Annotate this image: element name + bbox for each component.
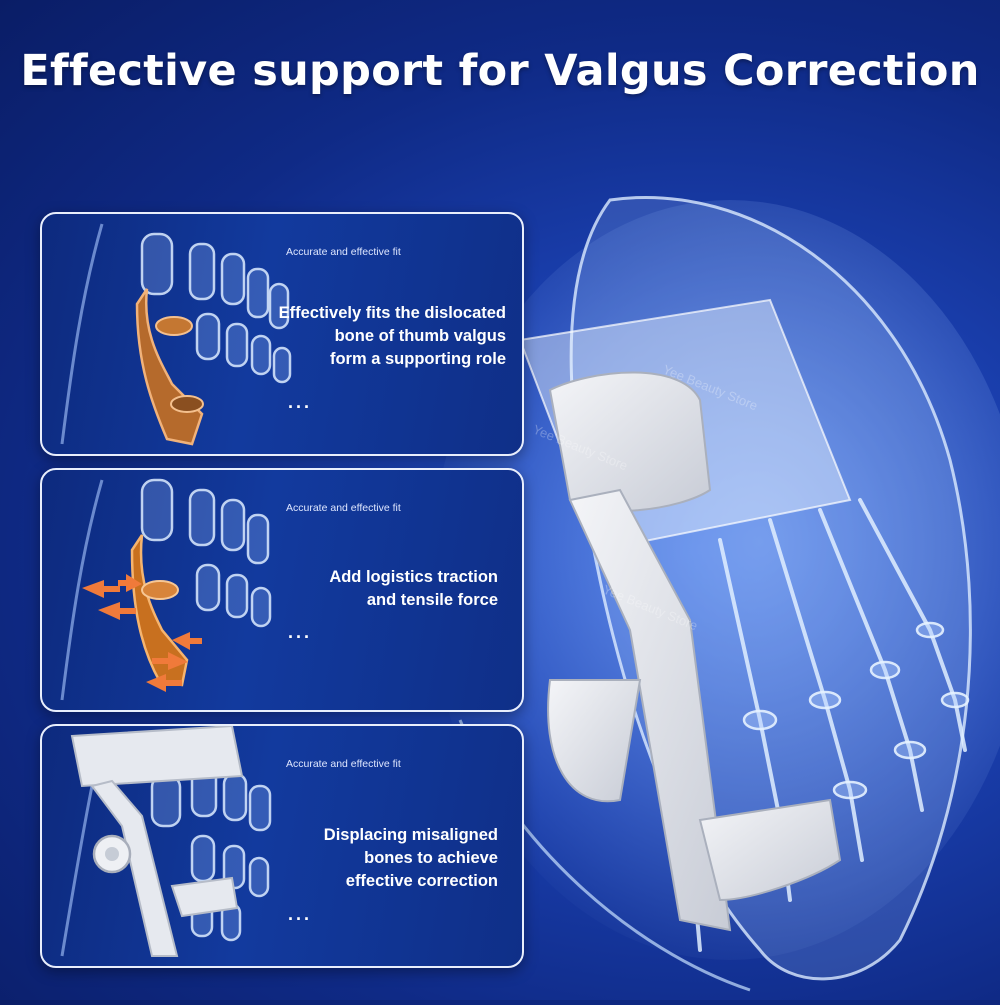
ellipsis: ... [288,622,313,642]
ellipsis: ... [288,392,313,412]
panel-line: effective correction [345,872,498,890]
panel-description: Effectively fits the dislocated bone of … [216,302,506,371]
panel-art-2 [42,470,312,710]
foot-traction-icon [60,478,272,701]
panel-line: Displacing misaligned [323,826,498,844]
feature-panel-2: Accurate and effective fit Add logistics… [40,468,524,712]
foot-skeleton-icon [430,195,1000,992]
panel-line: Add logistics traction [329,568,498,586]
panel-small-label: Accurate and effective fit [286,502,401,514]
panel-line: and tensile force [366,591,498,609]
feature-panel-3: Accurate and effective fit Displacing mi… [40,724,524,968]
panel-description: Displacing misaligned bones to achieve e… [208,824,498,893]
foot-bones-icon [60,223,292,446]
panel-small-label: Accurate and effective fit [286,246,401,258]
panel-art-1 [42,214,312,454]
panel-small-label: Accurate and effective fit [286,758,401,770]
headline: Effective support for Valgus Correction [20,46,980,96]
panel-line: form a supporting role [329,350,506,368]
foot-corrector-icon [60,726,272,957]
arrow-icon [82,574,202,692]
hero-foot-illustration [430,160,1000,1000]
feature-panel-1: Accurate and effective fit Effectively f… [40,212,524,456]
panel-line: bone of thumb valgus [334,327,506,345]
panel-line: Effectively fits the dislocated [278,304,506,322]
panel-line: bones to achieve [364,849,498,867]
panel-art-3 [42,726,312,966]
ellipsis: ... [288,904,313,924]
panel-description: Add logistics traction and tensile force [208,566,498,612]
